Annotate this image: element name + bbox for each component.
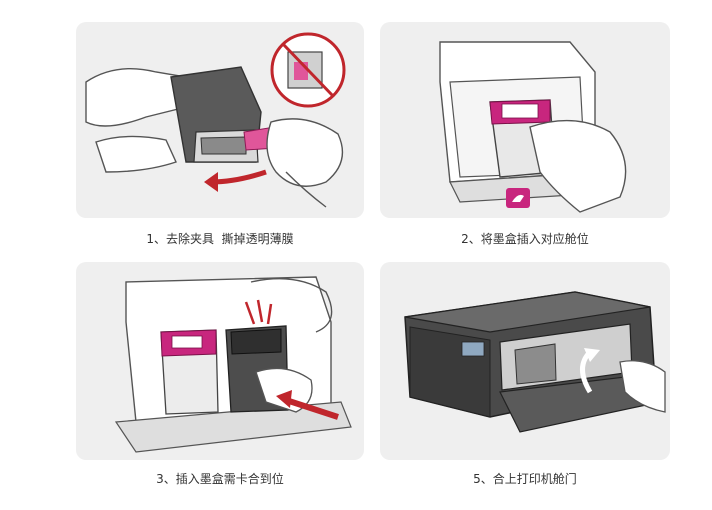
- step-4-panel: [380, 262, 670, 460]
- step-4-caption: 5、合上打印机舱门: [473, 472, 577, 486]
- step-1-caption: 1、去除夹具 撕掉透明薄膜: [146, 232, 294, 246]
- step-1-panel: [76, 22, 364, 218]
- step-3-panel: [76, 262, 364, 460]
- step-2-panel: [380, 22, 670, 218]
- remove-tape-illustration: [85, 32, 346, 208]
- step-3-caption: 3、插入墨盒需卡合到位: [156, 472, 284, 486]
- insert-cartridge-illustration: [439, 41, 627, 213]
- snap-cartridge-illustration: [114, 276, 352, 453]
- close-printer-door-illustration: [404, 291, 666, 433]
- step-2-caption: 2、将墨盒插入对应舱位: [461, 232, 589, 246]
